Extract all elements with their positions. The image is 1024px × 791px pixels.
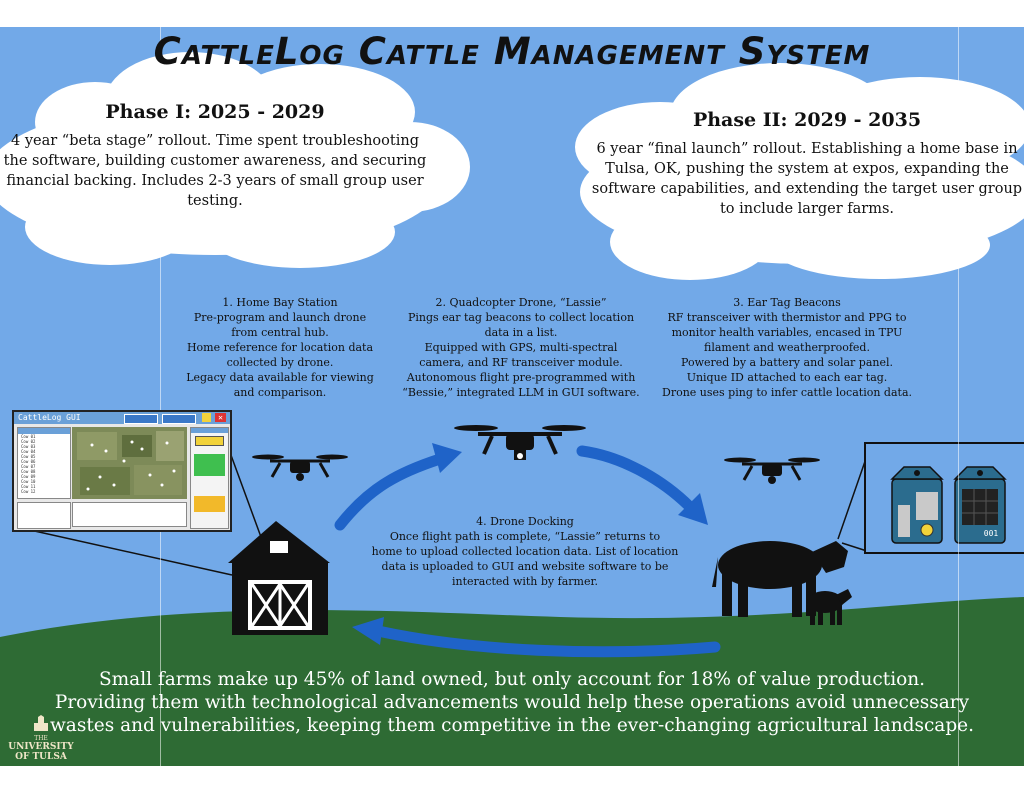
list-item: Cow 08 bbox=[21, 469, 36, 474]
poster-title: CattleLog Cattle Management System bbox=[153, 30, 871, 73]
fold-line-left bbox=[160, 27, 161, 766]
list-item: Cow 10 bbox=[21, 479, 36, 484]
list-item: Cow 02 bbox=[21, 439, 36, 444]
ear-tag-beacon-front bbox=[890, 466, 944, 544]
footer-line: Providing them with technological advanc… bbox=[54, 692, 970, 713]
beacon-id-label: 001 bbox=[983, 529, 999, 538]
step-line: data in a list. bbox=[484, 326, 558, 339]
gui-titlebar: CattleLog GUI ✕ bbox=[14, 412, 230, 424]
step-line: Equipped with GPS, multi-spectral bbox=[424, 341, 618, 354]
gui-close-icon: ✕ bbox=[215, 413, 226, 422]
step-home-bay: 1. Home Bay Station Pre-program and laun… bbox=[170, 295, 390, 400]
gui-console bbox=[72, 502, 187, 527]
drone-small-right bbox=[724, 457, 820, 484]
step-line: Autonomous flight pre-programmed with bbox=[406, 371, 636, 384]
gui-action-button bbox=[194, 496, 225, 512]
step-line: camera, and RF transceiver module. bbox=[419, 356, 623, 369]
list-item: Cow 09 bbox=[21, 474, 36, 479]
list-item: Cow 07 bbox=[21, 464, 36, 469]
infographic-poster: CattleLog Cattle Management System Phase… bbox=[0, 27, 1024, 766]
step-line: Legacy data available for viewing bbox=[186, 371, 374, 384]
step-line: Drone uses ping to infer cattle location… bbox=[662, 386, 912, 399]
step-line: Powered by a battery and solar panel. bbox=[680, 356, 894, 369]
phase1-heading: Phase I: 2025 - 2029 bbox=[105, 101, 325, 123]
step-title: 3. Ear Tag Beacons bbox=[733, 296, 841, 309]
step-line: “Bessie,” integrated LLM in GUI software… bbox=[402, 386, 640, 399]
gui-chat-input bbox=[17, 502, 71, 529]
phase2-text: 6 year “final launch” rollout. Establish… bbox=[591, 141, 1023, 217]
list-item: Cow 11 bbox=[21, 484, 36, 489]
footer-line: wastes and vulnerabilities, keeping them… bbox=[49, 715, 975, 736]
gui-status-button bbox=[194, 454, 225, 476]
drone-small-left bbox=[252, 454, 348, 481]
launch-arrowhead bbox=[432, 443, 462, 473]
survey-arrowhead bbox=[678, 493, 708, 525]
gui-tab-button bbox=[162, 414, 196, 424]
gui-satellite-map bbox=[72, 427, 187, 499]
phase2-block: Phase II: 2029 - 2035 6 year “final laun… bbox=[590, 109, 1024, 219]
survey-arrow bbox=[576, 445, 696, 513]
gui-map-image bbox=[72, 427, 187, 499]
ear-tag-beacon-solar bbox=[953, 466, 1007, 544]
gui-mockup: CattleLog GUI ✕ Cow 01 Cow 02 Cow 03 Cow… bbox=[12, 410, 232, 532]
step-quadcopter: 2. Quadcopter Drone, “Lassie” Pings ear … bbox=[396, 295, 646, 400]
phase2-heading: Phase II: 2029 - 2035 bbox=[692, 109, 922, 131]
step-line: Home reference for location data bbox=[186, 341, 374, 354]
list-item: Cow 03 bbox=[21, 444, 36, 449]
launch-arrow bbox=[334, 453, 446, 531]
cloud-phase2 bbox=[575, 63, 1024, 280]
step-line: Once flight path is complete, “Lassie” r… bbox=[389, 530, 661, 543]
logo-line: OF TULSA bbox=[15, 752, 67, 762]
cloud-layer bbox=[0, 52, 1024, 766]
barn-illustration bbox=[228, 521, 330, 635]
step-title: 2. Quadcopter Drone, “Lassie” bbox=[435, 296, 607, 309]
return-arrow bbox=[372, 625, 721, 658]
step-line: home to upload collected location data. … bbox=[371, 545, 679, 558]
phase1-block: Phase I: 2025 - 2029 4 year “beta stage”… bbox=[0, 101, 430, 211]
gui-list-header bbox=[18, 428, 70, 434]
step-line: interacted with by farmer. bbox=[451, 575, 599, 588]
step-line: Pings ear tag beacons to collect locatio… bbox=[407, 311, 635, 324]
gui-battery-icon bbox=[195, 436, 224, 446]
gui-tab-button bbox=[124, 414, 158, 424]
step-line: Pre-program and launch drone bbox=[193, 311, 367, 324]
gui-maximize-icon bbox=[202, 413, 211, 422]
step-line: collected by drone. bbox=[226, 356, 334, 369]
list-item: Cow 05 bbox=[21, 454, 36, 459]
gui-callout-line bbox=[29, 529, 233, 576]
gui-drone-panel bbox=[190, 427, 229, 529]
step-line: monitor health variables, encased in TPU bbox=[671, 326, 903, 339]
grass-field bbox=[0, 597, 1024, 766]
cloud-phase1 bbox=[0, 52, 470, 268]
fold-line-right bbox=[958, 27, 959, 766]
list-item: Cow 06 bbox=[21, 459, 36, 464]
gui-title: CattleLog GUI bbox=[18, 413, 81, 422]
university-tower-icon bbox=[34, 715, 48, 731]
step-docking: 4. Drone Docking Once flight path is com… bbox=[360, 514, 690, 589]
step-line: Unique ID attached to each ear tag. bbox=[686, 371, 888, 384]
step-line: filament and weatherproofed. bbox=[704, 341, 870, 354]
step-line: from central hub. bbox=[231, 326, 329, 339]
gui-cattle-list: Cow 01 Cow 02 Cow 03 Cow 04 Cow 05 Cow 0… bbox=[17, 427, 71, 499]
step-title: 1. Home Bay Station bbox=[222, 296, 338, 309]
return-arrowhead bbox=[352, 617, 384, 645]
list-item: Cow 12 bbox=[21, 489, 36, 494]
step-line: data is uploaded to GUI and website soft… bbox=[381, 560, 669, 573]
phase1-text: 4 year “beta stage” rollout. Time spent … bbox=[3, 133, 427, 209]
list-item: Cow 01 bbox=[21, 434, 36, 439]
list-item: Cow 04 bbox=[21, 449, 36, 454]
logo-line: THE bbox=[34, 735, 48, 742]
university-logo: THE UNIVERSITY OF TULSA bbox=[6, 715, 76, 762]
footer-line: Small farms make up 45% of land owned, b… bbox=[98, 669, 926, 690]
gui-panel-header bbox=[191, 428, 228, 433]
step-line: and comparison. bbox=[233, 386, 327, 399]
drone-main bbox=[454, 425, 586, 460]
step-ear-tags: 3. Ear Tag Beacons RF transceiver with t… bbox=[652, 295, 922, 400]
footer-statement: Small farms make up 45% of land owned, b… bbox=[0, 668, 1024, 737]
step-title: 4. Drone Docking bbox=[476, 515, 574, 528]
logo-line: UNIVERSITY bbox=[8, 742, 74, 752]
cattle-silhouette bbox=[712, 541, 852, 625]
step-line: RF transceiver with thermistor and PPG t… bbox=[667, 311, 907, 324]
